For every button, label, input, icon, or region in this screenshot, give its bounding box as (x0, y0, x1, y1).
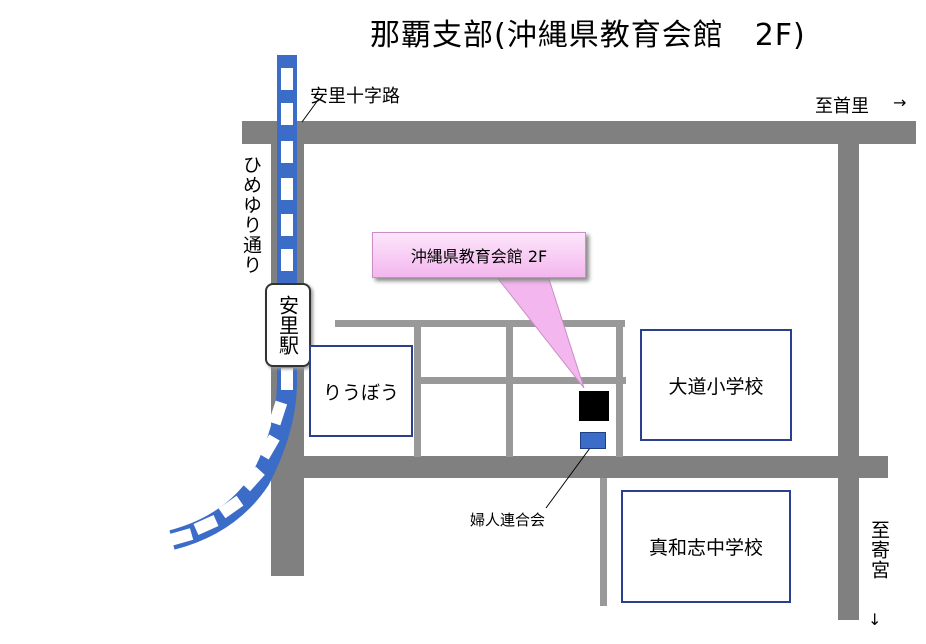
womens-assoc-label: 婦人連合会 (470, 511, 546, 529)
callout-box: 沖縄県教育会館 2F (372, 232, 586, 278)
station-label: 安里駅 (265, 283, 311, 367)
road-top-horizontal (242, 121, 916, 144)
right-arrow-icon: → (893, 93, 907, 112)
street-upper-horizontal (335, 320, 625, 327)
womens-assoc-marker (580, 432, 606, 449)
map-title: 那覇支部(沖縄県教育会館 2F) (370, 18, 806, 53)
crossing-leader (301, 99, 319, 123)
to-yogi-label: 至寄宮 (868, 520, 890, 580)
street-lower-vertical (600, 478, 607, 606)
road-lower-horizontal (271, 456, 888, 478)
building-mawashi-junior-high: 真和志中学校 (621, 490, 791, 603)
building-ryubo: りうぼう (309, 345, 413, 437)
street-vertical-1 (414, 327, 421, 457)
to-shuri-label: 至首里 (815, 96, 869, 117)
street-label: ひめゆり通り (240, 155, 262, 275)
street-vertical-2 (506, 327, 513, 457)
road-right-vertical (838, 144, 859, 620)
down-arrow-icon: ↓ (868, 610, 882, 629)
target-building (579, 391, 609, 421)
street-vertical-3 (616, 320, 623, 457)
street-middle-horizontal (418, 377, 626, 384)
railway-ties (168, 68, 293, 546)
building-daido-elementary: 大道小学校 (640, 329, 792, 441)
callout-pointer (494, 275, 585, 389)
crossing-label: 安里十字路 (310, 86, 400, 107)
womens-leader (545, 447, 591, 509)
